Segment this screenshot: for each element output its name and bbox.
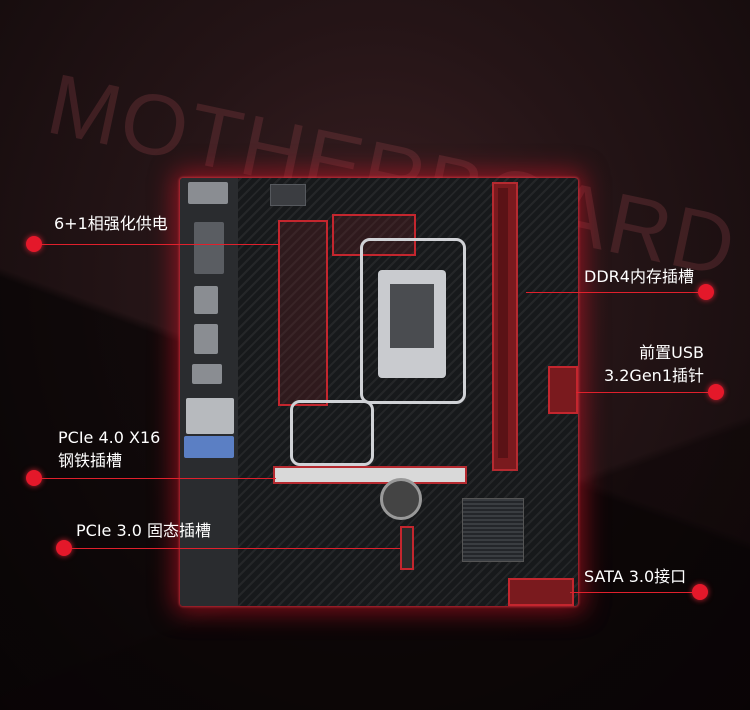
m2-slot — [400, 526, 414, 570]
cpu-socket — [378, 270, 446, 378]
label-usb-line2: 3.2Gen1插针 — [603, 366, 704, 385]
cpu-socket-inner — [390, 284, 434, 348]
label-vrm: 6+1相强化供电 — [54, 214, 168, 233]
pcie-x16-slot — [273, 466, 467, 484]
callout-dot — [692, 584, 708, 600]
io-port — [194, 286, 218, 314]
label-sata: SATA 3.0接口 — [584, 567, 687, 586]
callout-line — [570, 592, 700, 593]
rear-io-strip — [180, 178, 238, 606]
io-port — [192, 364, 222, 384]
callout-line — [40, 244, 280, 245]
io-port — [186, 398, 234, 434]
io-port — [194, 324, 218, 354]
front-usb-header — [548, 366, 578, 414]
callout-dot — [26, 236, 42, 252]
callout-line — [40, 478, 276, 479]
label-usb-line1: 前置USB — [639, 343, 704, 362]
motherboard-image — [180, 178, 578, 606]
callout-line — [526, 292, 706, 293]
callout-dot — [698, 284, 714, 300]
callout-dot — [56, 540, 72, 556]
callout-line — [576, 392, 712, 393]
io-port — [184, 436, 234, 458]
sata-ports — [508, 578, 574, 606]
vrm-highlight — [332, 214, 416, 256]
label-pcie4-line1: PCIe 4.0 X16 — [58, 428, 161, 447]
power-connector — [270, 184, 306, 206]
board-trace — [290, 400, 374, 466]
callout-dot — [708, 384, 724, 400]
chipset-heatsink — [462, 498, 524, 562]
io-port — [188, 182, 228, 204]
ram-slot-inner — [498, 188, 508, 458]
label-ddr4: DDR4内存插槽 — [584, 267, 694, 286]
callout-dot — [26, 470, 42, 486]
vrm-highlight — [278, 220, 328, 406]
label-pcie3: PCIe 3.0 固态插槽 — [76, 521, 212, 540]
board-trace — [360, 238, 466, 404]
callout-line — [70, 548, 400, 549]
cmos-battery — [380, 478, 422, 520]
io-port — [194, 222, 224, 274]
label-pcie4-line2: 钢铁插槽 — [58, 451, 123, 470]
